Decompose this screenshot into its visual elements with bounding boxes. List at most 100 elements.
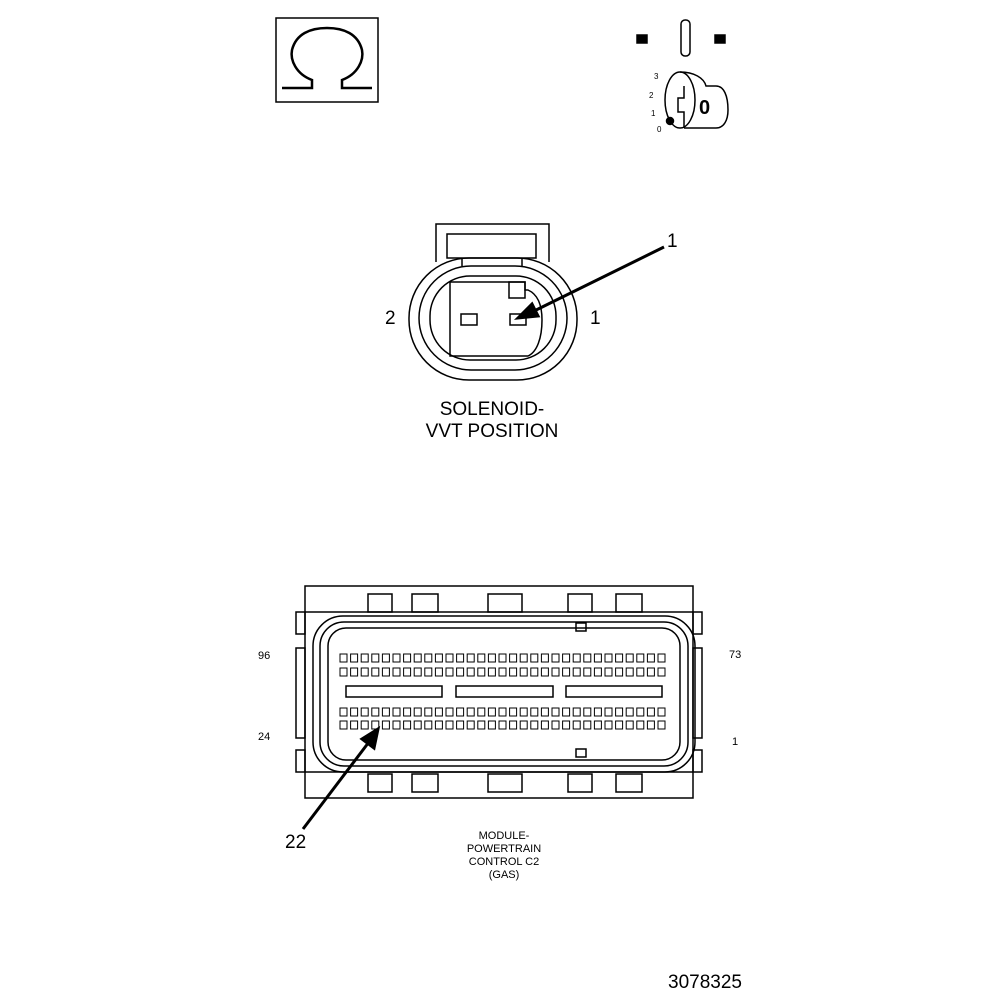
pcm-pin-cavity <box>636 667 645 677</box>
pcm-pin-cavity <box>540 653 549 663</box>
pcm-pin-cavity <box>466 667 475 677</box>
pcm-pin-cavity <box>424 720 433 730</box>
pcm-pin-cavity <box>477 667 486 677</box>
pcm-pin-cavity <box>360 667 369 677</box>
ignition-key-icon <box>636 19 729 129</box>
pcm-pin-cavity <box>466 720 475 730</box>
pcm-pin-cavity <box>572 707 581 717</box>
pcm-pin-cavity <box>350 720 359 730</box>
solenoid-connector <box>408 223 578 381</box>
pcm-pin-cavity <box>434 707 443 717</box>
pcm-pin-cavity <box>615 707 624 717</box>
pcm-pin-cavity <box>593 707 602 717</box>
pcm-pin-cavity <box>572 667 581 677</box>
pcm-pin-cavity <box>371 707 380 717</box>
pcm-pin-cavity <box>562 720 571 730</box>
pcm-pin-cavity <box>519 653 528 663</box>
pcm-pin-73-label: 73 <box>729 649 742 661</box>
pcm-pin-cavity <box>456 653 465 663</box>
pcm-pin-cavity <box>403 720 412 730</box>
pcm-pin-cavity <box>604 667 613 677</box>
pcm-pin-cavity <box>339 707 348 717</box>
pcm-pin-cavity <box>646 667 655 677</box>
pcm-caption: MODULE- POWERTRAIN CONTROL C2 (GAS) <box>444 830 564 882</box>
pcm-pin-cavity <box>477 720 486 730</box>
pcm-pin-24-label: 24 <box>258 731 271 743</box>
pcm-pin-grid <box>339 653 666 730</box>
pcm-pin-cavity <box>530 653 539 663</box>
pcm-pin-cavity <box>445 720 454 730</box>
pcm-pin-cavity <box>381 653 390 663</box>
pcm-pin-cavity <box>392 653 401 663</box>
pcm-pin-cavity <box>551 720 560 730</box>
pcm-pin-cavity <box>413 707 422 717</box>
ignition-position-2: 2 <box>649 91 654 100</box>
pcm-pin-cavity <box>477 707 486 717</box>
pcm-pin-cavity <box>456 667 465 677</box>
pcm-pin-cavity <box>519 667 528 677</box>
pcm-pin-cavity <box>434 667 443 677</box>
pcm-pin-cavity <box>540 707 549 717</box>
pcm-pin-cavity <box>519 707 528 717</box>
pcm-pin-cavity <box>636 720 645 730</box>
pcm-pin-cavity <box>350 667 359 677</box>
pcm-pin-cavity <box>604 707 613 717</box>
pcm-pin-cavity <box>445 667 454 677</box>
pcm-pin-cavity <box>392 720 401 730</box>
key-label: 0 <box>699 97 711 119</box>
pcm-pin-cavity <box>350 653 359 663</box>
pcm-pin-cavity <box>636 653 645 663</box>
pcm-pin-cavity <box>445 653 454 663</box>
pcm-pin-cavity <box>498 667 507 677</box>
pcm-pin-cavity <box>487 653 496 663</box>
pcm-pin-cavity <box>381 707 390 717</box>
pcm-pin-cavity <box>477 653 486 663</box>
pcm-pin-cavity <box>339 653 348 663</box>
pcm-pin-cavity <box>562 707 571 717</box>
pcm-pin-cavity <box>540 720 549 730</box>
solenoid-pin-1-label: 1 <box>590 308 601 329</box>
pcm-pin-cavity <box>530 667 539 677</box>
pcm-pin-cavity <box>646 653 655 663</box>
callout-arrow-pin-1 <box>513 245 665 320</box>
pcm-pin-cavity <box>403 653 412 663</box>
pcm-pin-cavity <box>381 720 390 730</box>
ohm-glyph <box>282 26 372 90</box>
pcm-pin-cavity <box>562 653 571 663</box>
ignition-position-3: 3 <box>654 72 659 81</box>
pcm-pin-cavity <box>381 667 390 677</box>
pcm-pin-cavity <box>456 707 465 717</box>
pcm-pin-1-label: 1 <box>732 736 739 748</box>
pcm-caption-line3: CONTROL C2 <box>468 856 540 868</box>
pcm-pin-cavity <box>593 653 602 663</box>
pcm-pin-cavity <box>371 667 380 677</box>
pcm-pin-cavity <box>657 667 666 677</box>
pcm-pin-cavity <box>615 667 624 677</box>
pcm-pin-cavity <box>646 707 655 717</box>
pcm-pin-cavity <box>625 720 634 730</box>
pcm-pin-cavity <box>487 667 496 677</box>
pcm-pin-cavity <box>360 707 369 717</box>
pcm-pin-cavity <box>572 720 581 730</box>
figure-number: 3078325 <box>668 972 742 993</box>
pcm-pin-cavity <box>403 707 412 717</box>
pcm-pin-cavity <box>509 653 518 663</box>
pcm-pin-cavity <box>413 667 422 677</box>
pcm-pin-cavity <box>551 667 560 677</box>
pcm-pin-cavity <box>636 707 645 717</box>
pcm-pin-cavity <box>551 707 560 717</box>
pcm-pin-cavity <box>615 653 624 663</box>
pcm-pin-cavity <box>625 667 634 677</box>
pcm-pin-cavity <box>509 707 518 717</box>
pcm-pin-cavity <box>466 653 475 663</box>
pcm-pin-cavity <box>583 720 592 730</box>
pcm-pin-cavity <box>339 720 348 730</box>
pcm-pin-cavity <box>434 720 443 730</box>
pcm-pin-cavity <box>646 720 655 730</box>
pcm-pin-cavity <box>413 720 422 730</box>
pcm-caption-line1: MODULE- <box>478 830 530 842</box>
solenoid-pin-2-label: 2 <box>385 308 396 329</box>
pcm-pin-cavity <box>498 720 507 730</box>
pcm-pin-cavity <box>392 667 401 677</box>
pcm-pin-cavity <box>403 667 412 677</box>
